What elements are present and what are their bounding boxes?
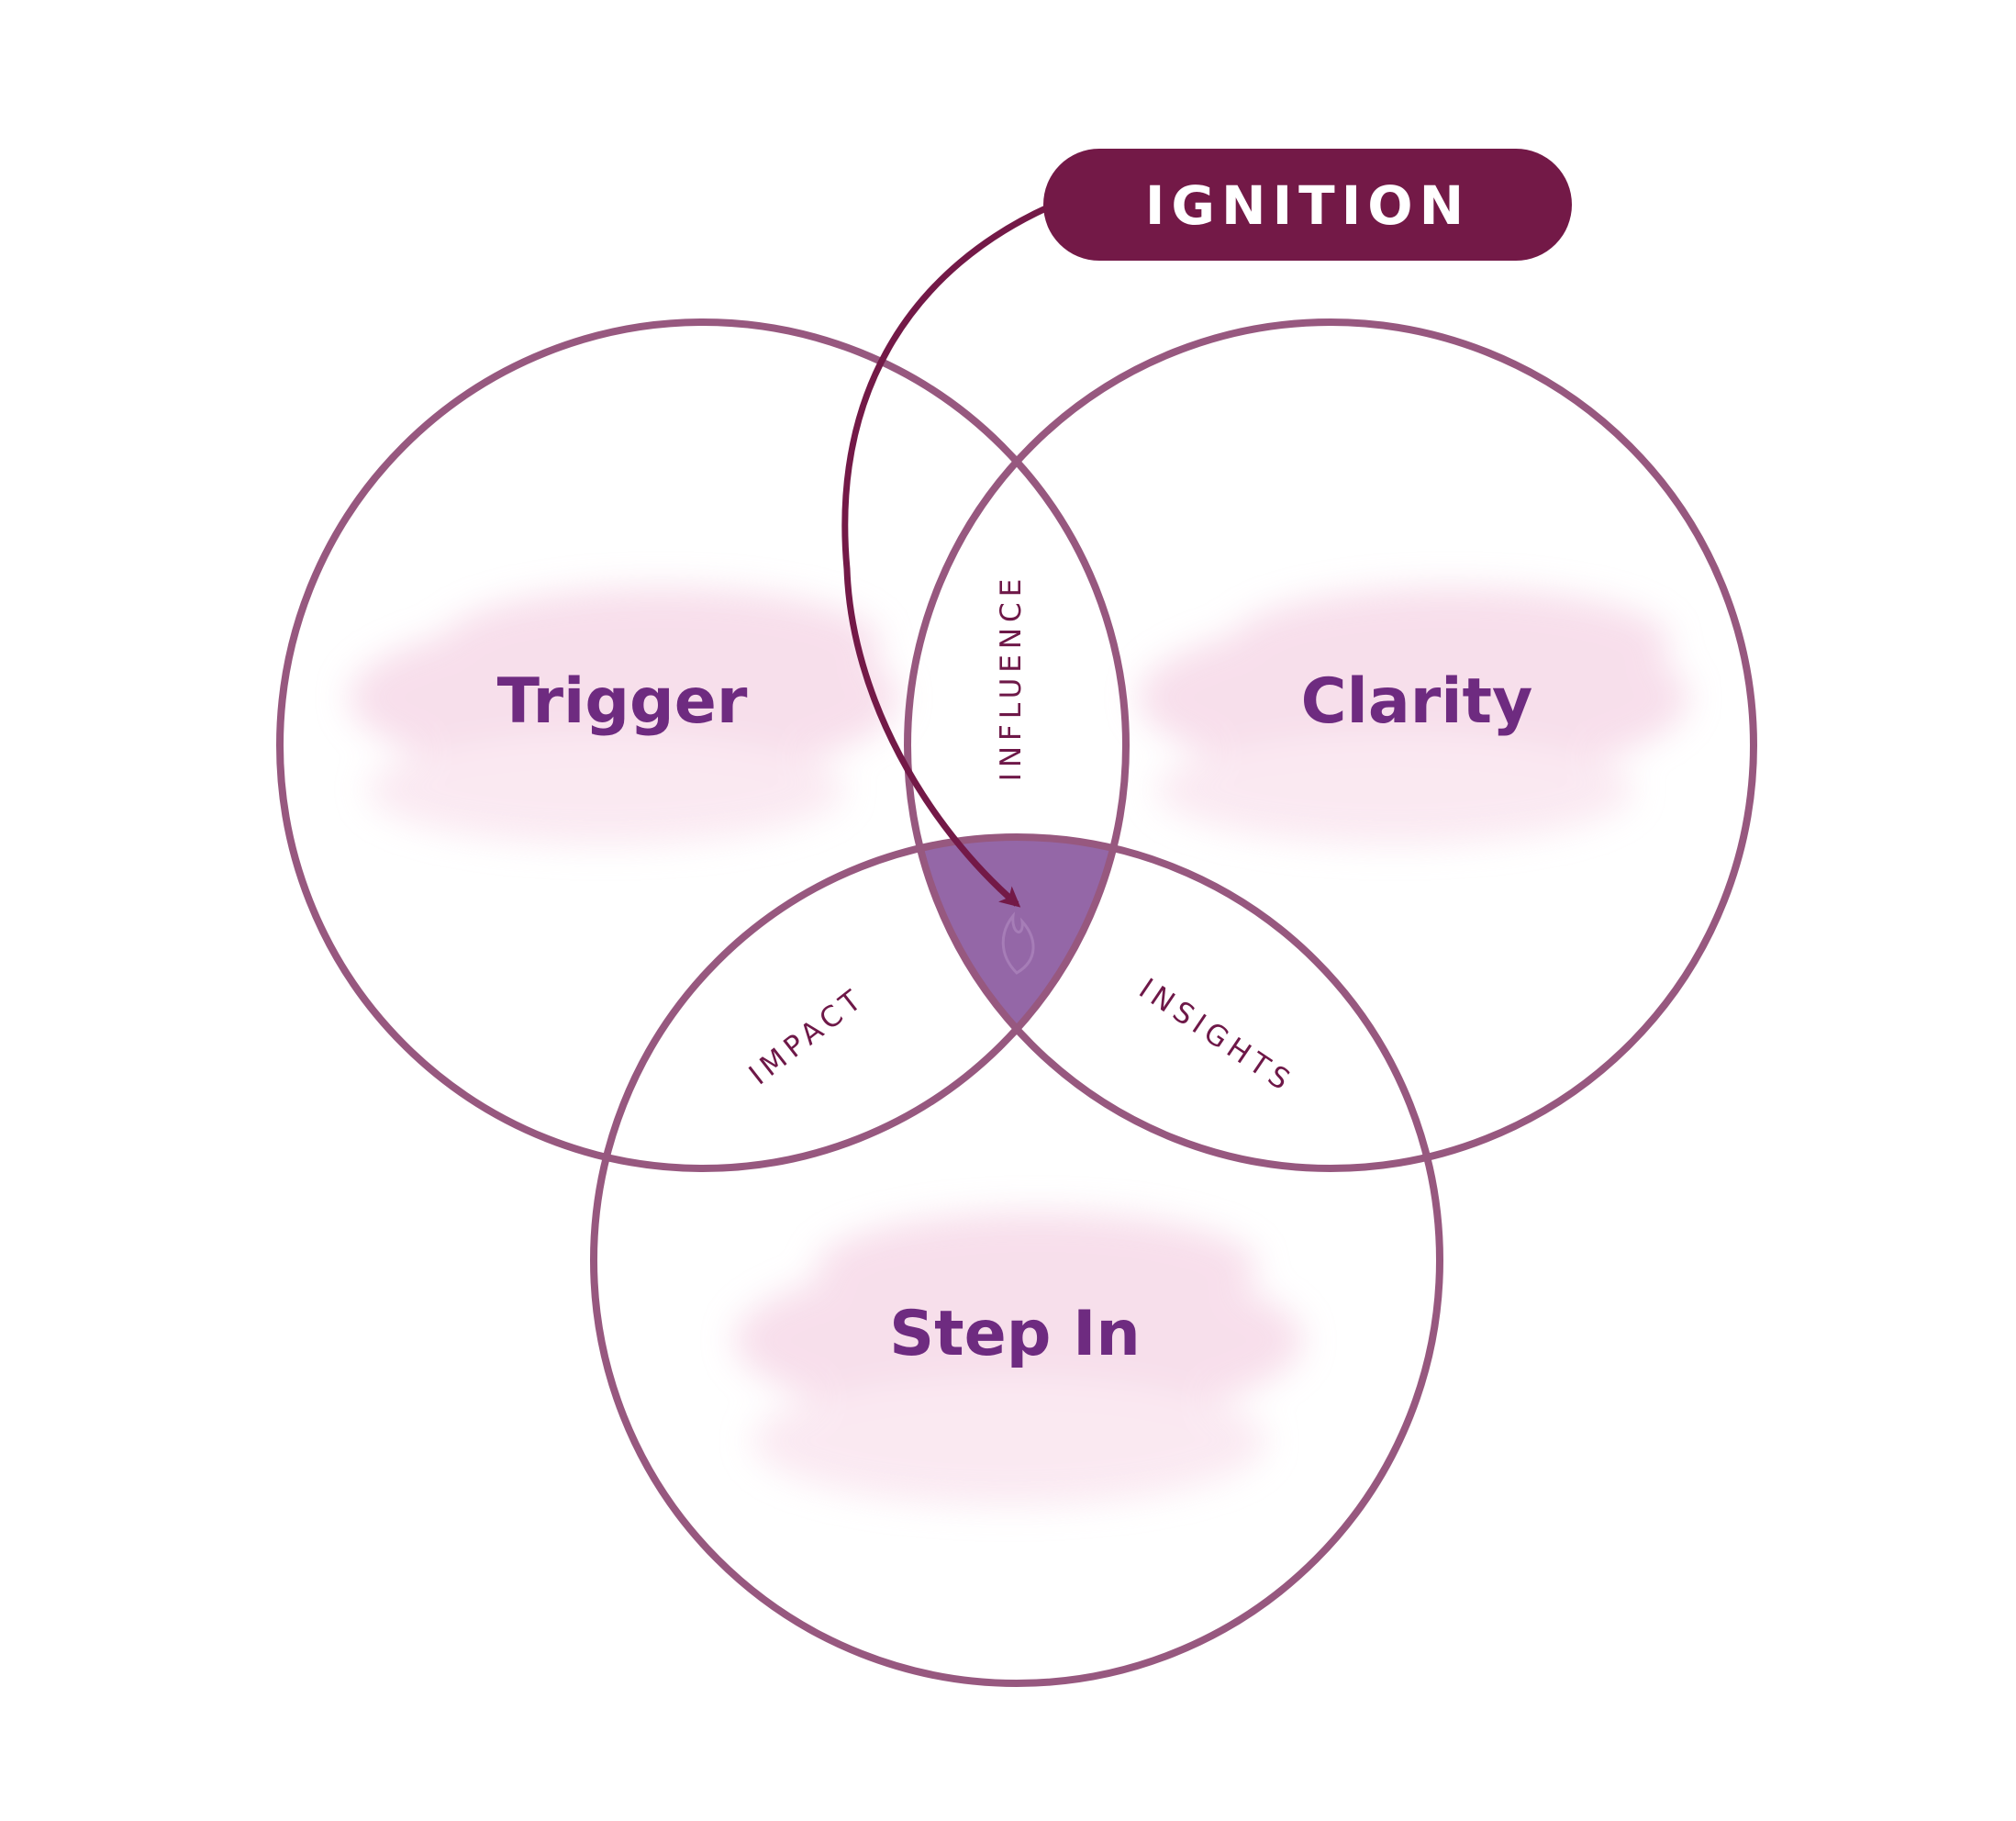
circle-trigger [276, 318, 1130, 1172]
impact-label: IMPACT [743, 981, 872, 1092]
flame-icon [1001, 911, 1035, 975]
insights-label: INSIGHTS [1133, 972, 1300, 1100]
circle-clarity [904, 318, 1757, 1172]
trigger-label: Trigger [497, 665, 748, 738]
ignition-label: IGNITION [1145, 174, 1470, 237]
ignition-pill: IGNITION [1043, 149, 1572, 261]
wash-trigger [349, 587, 899, 844]
influence-label: INFLUENCE [995, 574, 1028, 782]
wash-clarity [1138, 587, 1688, 844]
ignition-arrow [841, 203, 1052, 908]
clarity-label: Clarity [1301, 665, 1533, 738]
circle-step-in [590, 833, 1443, 1687]
ignition-pill-bg [1043, 149, 1572, 261]
wash-step-in [734, 1212, 1303, 1505]
step-in-label: Step In [889, 1298, 1141, 1370]
